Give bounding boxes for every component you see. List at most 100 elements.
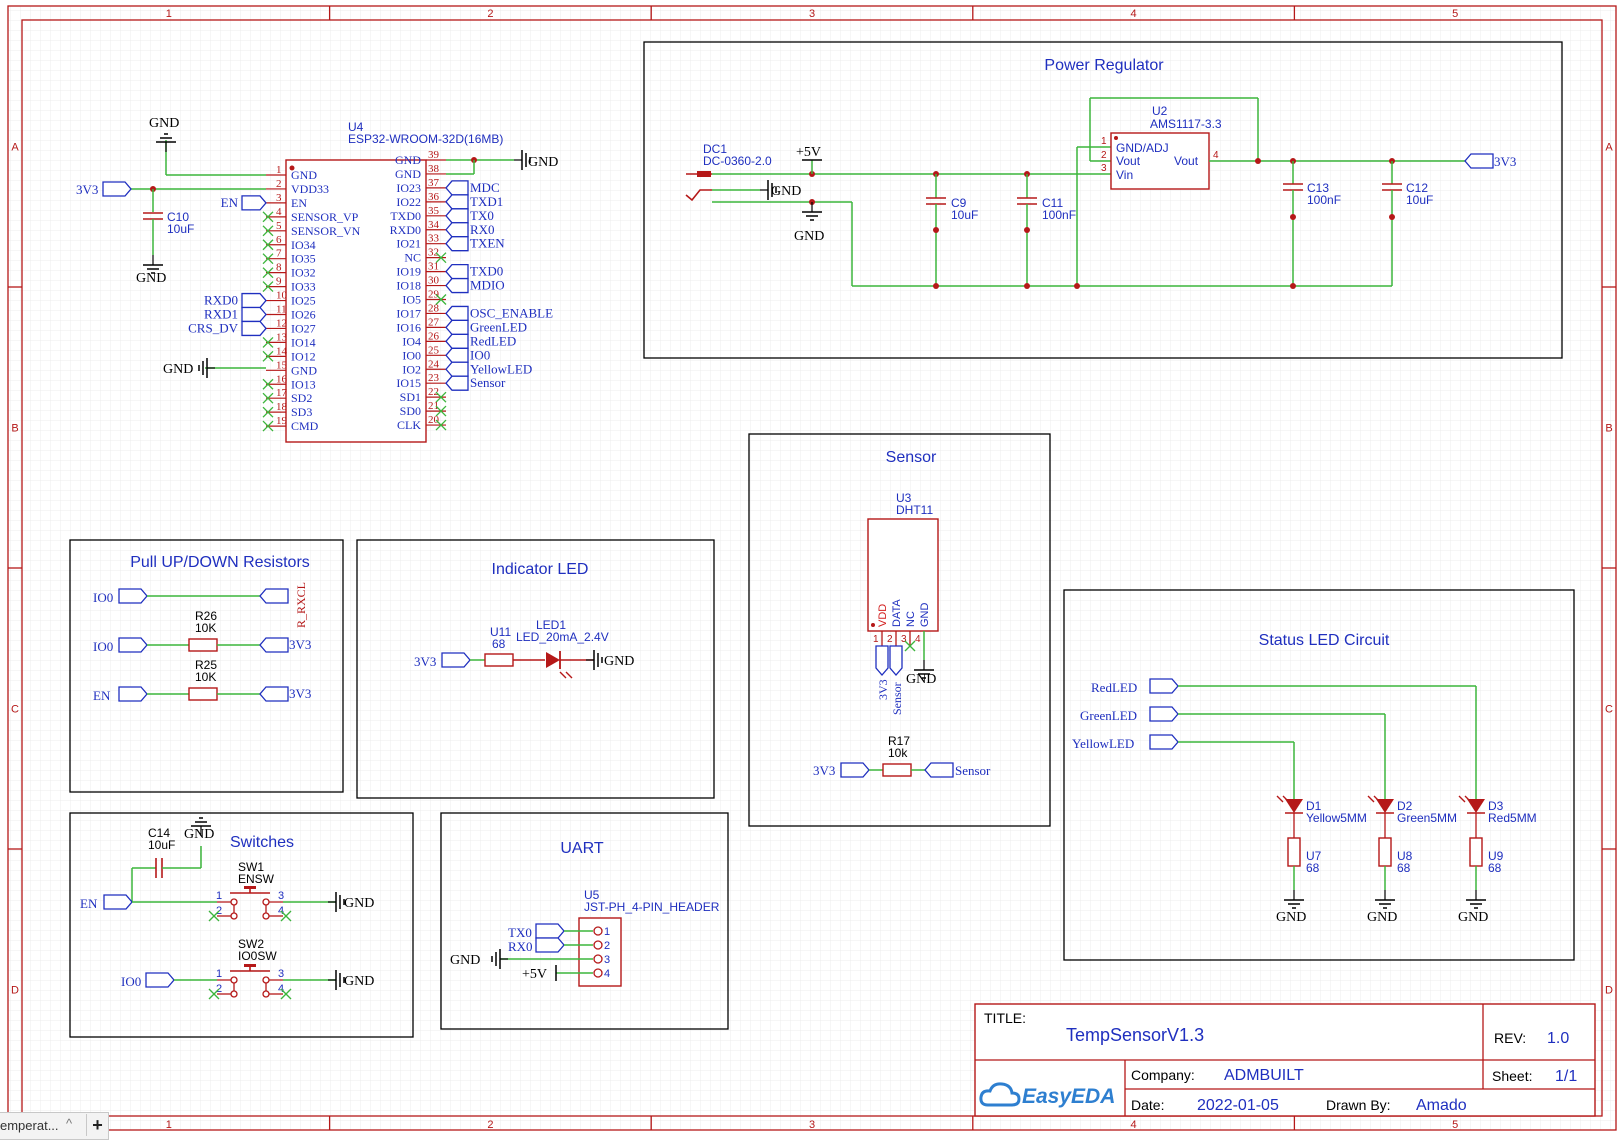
io0-label-pull2: IO0	[93, 639, 113, 654]
r26-ref: R26	[195, 609, 217, 623]
u4-pin-number: 11	[276, 304, 287, 316]
u4-pin-number: 29	[428, 289, 440, 301]
power-box	[643, 41, 1563, 359]
u4-pin-number: 9	[276, 276, 282, 288]
d1-val: Yellow5MM	[1306, 811, 1367, 825]
u4-pin-name: IO34	[291, 238, 316, 252]
cloud-icon	[979, 1082, 1021, 1107]
u4-pin-number: 31	[428, 261, 439, 273]
u3-val: DHT11	[896, 503, 933, 517]
u4-pin-number: 38	[428, 163, 440, 175]
u2-pin3: Vin	[1116, 168, 1133, 182]
sw-pin-number: 2	[216, 905, 222, 917]
d3-ref: D3	[1488, 799, 1504, 813]
col-mark-top: 5	[1452, 8, 1458, 20]
u4-pin-name: GND	[395, 167, 421, 181]
u2-n2: 2	[1101, 150, 1107, 161]
c9-val: 10uF	[951, 208, 978, 222]
c13-ref: C13	[1307, 181, 1329, 195]
u4-pin-name: SENSOR_VP	[291, 210, 359, 224]
v33-label-pull1: 3V3	[289, 637, 311, 652]
u4-pin-name: SD1	[400, 390, 421, 404]
u4-pin-number: 30	[428, 275, 440, 287]
power-regulator-circuit: DC1 DC-0360-2.0 GND +5V GND C9 10uF C11 …	[685, 97, 1516, 289]
u4-pin-number: 20	[428, 414, 440, 426]
esp32-power-wiring: GND 3V3 GND C10 10uF GND GND	[76, 116, 558, 379]
u4-pin-number: 12	[276, 317, 287, 329]
u4-pin-name: GND	[291, 363, 317, 377]
gnd-label-dc1: GND	[771, 184, 801, 199]
u4-pin-name: IO23	[396, 181, 421, 195]
u4-pin-number: 36	[428, 191, 440, 203]
u5-ref: U5	[584, 888, 600, 902]
u4-pin-number: 26	[428, 330, 440, 342]
caret-up-icon[interactable]: ^	[66, 1116, 73, 1131]
u4-part: ESP32-WROOM-32D(16MB)	[348, 132, 503, 146]
col-mark-bottom: 4	[1131, 1119, 1137, 1131]
u2-n3: 3	[1101, 163, 1107, 174]
easyeda-wordmark: EasyEDA	[1022, 1085, 1115, 1108]
u4-pin-number: 37	[428, 177, 440, 189]
u4-pin-name: IO18	[396, 279, 421, 293]
u4-left-net: CRS_DV	[188, 320, 238, 335]
r17-ref: R17	[888, 734, 910, 748]
u4-pin-name: IO15	[396, 376, 421, 390]
u4-right-net: TXD1	[470, 194, 503, 209]
jst-pin-number: 4	[604, 968, 610, 980]
u4-pin-number: 2	[276, 178, 282, 190]
company-value: ADMBUILT	[1224, 1067, 1304, 1084]
row-mark-left: B	[11, 423, 18, 435]
u4-right-net: TX0	[470, 208, 494, 223]
u4-pin-name: SD3	[291, 405, 312, 419]
document-tab-label[interactable]: emperat...	[0, 1118, 59, 1133]
u2-ref: U2	[1152, 104, 1168, 118]
u4-pin-name: IO16	[396, 320, 421, 334]
v33-label-ind: 3V3	[414, 654, 436, 669]
gnd-label-sensor: GND	[906, 672, 936, 687]
u4-pin-number: 21	[428, 400, 439, 412]
u4-pin-name: IO19	[396, 265, 421, 279]
gnd-label-d1: GND	[1276, 910, 1306, 925]
u4-pin-name: VDD33	[291, 182, 329, 196]
v5-label-uart: +5V	[522, 967, 547, 982]
u4-right-net: TXD0	[470, 264, 503, 279]
u4-pin-number: 16	[276, 373, 288, 385]
u4-right-net: RedLED	[470, 333, 516, 348]
document-tab[interactable]: emperat... ^ +	[0, 1112, 109, 1140]
col-mark-bottom: 1	[166, 1119, 172, 1131]
u4-pin-number: 5	[276, 220, 282, 232]
u4-pin-number: 17	[276, 387, 288, 399]
u4-pin-name: IO17	[396, 306, 421, 320]
u4-right-net: MDIO	[470, 278, 505, 293]
dht11-sensor[interactable]: VDD DATA NC GND 1 2 3 4	[867, 518, 939, 645]
u4-right-net: YellowLED	[470, 361, 532, 376]
c10-val: 10uF	[167, 222, 194, 236]
u4-right-net: MDC	[470, 180, 500, 195]
u4-pin-number: 34	[428, 219, 440, 231]
u4-pin-name: RXD0	[390, 223, 421, 237]
en-label-pull: EN	[93, 688, 111, 703]
u2-pin2: Vout	[1116, 154, 1141, 168]
company-label: Company:	[1131, 1067, 1195, 1083]
row-mark-right: D	[1605, 985, 1613, 997]
u4-pin-name: IO35	[291, 252, 316, 266]
u2-n1: 1	[1101, 136, 1107, 147]
dc1-val: DC-0360-2.0	[703, 154, 772, 168]
u4-pin-number: 19	[276, 415, 288, 427]
u7-val: 68	[1306, 861, 1320, 875]
u3-n4: 4	[915, 634, 921, 645]
u4-pin-number: 22	[428, 386, 439, 398]
u3-ref: U3	[896, 491, 912, 505]
u2-regulator[interactable]: U2 AMS1117-3.3 GND/ADJ Vout Vin Vout 1 2…	[1101, 104, 1222, 190]
add-tab-button[interactable]: +	[86, 1114, 108, 1136]
easyeda-logo: EasyEDA	[979, 1082, 1115, 1108]
u4-pin-name: IO13	[291, 377, 316, 391]
c10-ref: C10	[167, 210, 189, 224]
sw2-ref: SW2	[238, 937, 264, 951]
row-mark-left: D	[11, 985, 19, 997]
gnd-label-d3: GND	[1458, 910, 1488, 925]
